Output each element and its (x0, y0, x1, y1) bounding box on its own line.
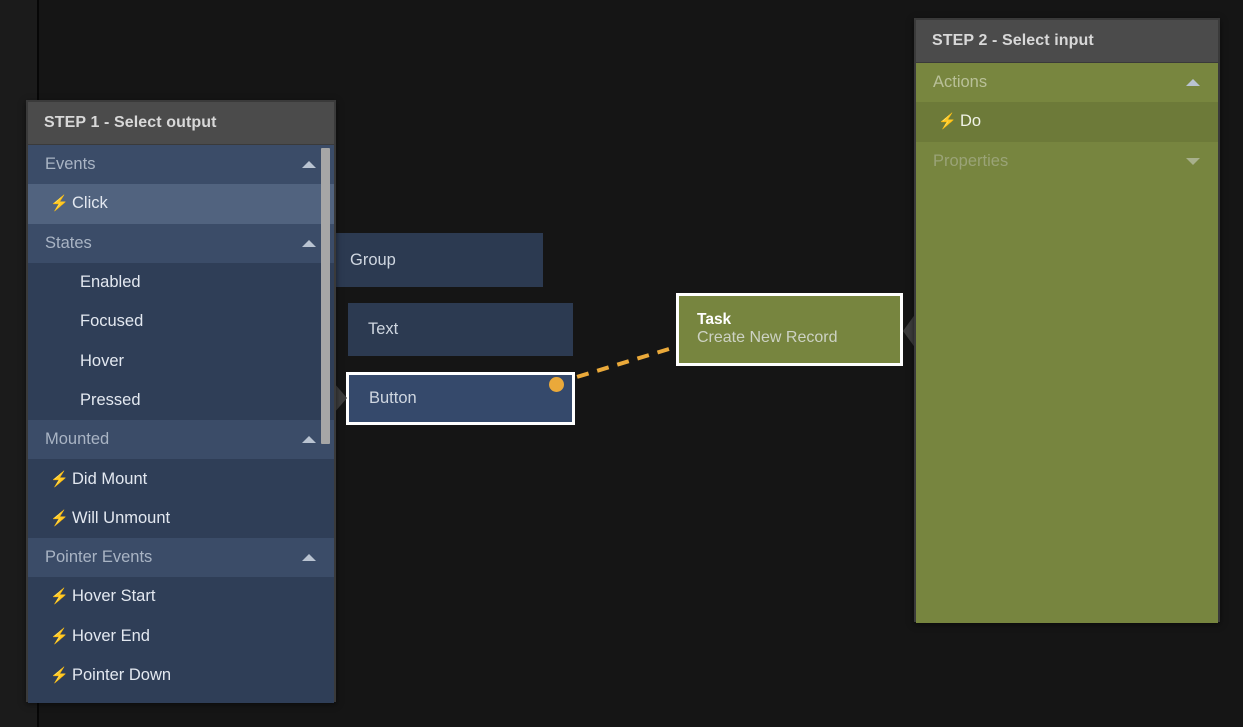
lightning-bolt-icon: ⚡ (50, 509, 69, 527)
section-header-actions[interactable]: Actions (916, 63, 1218, 103)
chevron-down-icon[interactable] (1186, 157, 1200, 165)
chevron-up-icon[interactable] (1186, 79, 1200, 87)
button-output-port[interactable] (549, 377, 564, 392)
list-item-did-mount[interactable]: ⚡Did Mount (28, 459, 334, 498)
list-item-label: Click (72, 194, 108, 213)
list-item-label: Enabled (80, 273, 141, 292)
list-item-hover-end[interactable]: ⚡Hover End (28, 617, 334, 656)
lightning-bolt-icon: ⚡ (50, 588, 69, 606)
node-task[interactable]: Task Create New Record (676, 293, 903, 366)
list-item-pressed[interactable]: Pressed (28, 381, 334, 420)
section-header-pointer-events[interactable]: Pointer Events (28, 537, 334, 578)
node-button[interactable]: Button (346, 372, 575, 425)
list-item-do[interactable]: ⚡Do (916, 102, 1218, 142)
list-item-label: Will Unmount (72, 508, 171, 527)
node-text-label: Text (368, 320, 399, 338)
section-label: Properties (933, 151, 1009, 170)
section-header-states[interactable]: States (28, 223, 334, 263)
list-item-label: Hover Start (72, 587, 156, 606)
section-label: Actions (933, 73, 988, 92)
section-label: Mounted (45, 430, 110, 449)
step2-title: STEP 2 - Select input (916, 20, 1218, 62)
node-button-label: Button (369, 389, 417, 407)
section-label: Events (45, 155, 96, 174)
step1-scrollbar-track[interactable] (321, 145, 332, 703)
list-item-click[interactable]: ⚡Click (28, 184, 334, 224)
node-task-subtitle: Create New Record (697, 329, 838, 347)
canvas-left-collapse-arrow-icon[interactable] (334, 383, 347, 413)
node-task-title: Task (697, 311, 732, 329)
list-item-pointer-down[interactable]: ⚡Pointer Down (28, 656, 334, 695)
section-header-events[interactable]: Events (28, 145, 334, 185)
step1-title: STEP 1 - Select output (28, 102, 334, 144)
chevron-up-icon[interactable] (302, 554, 316, 562)
chevron-up-icon[interactable] (302, 239, 316, 247)
section-label: States (45, 233, 92, 252)
list-item-focused[interactable]: Focused (28, 302, 334, 341)
list-item-hover-start[interactable]: ⚡Hover Start (28, 577, 334, 616)
list-item-label: Hover End (72, 626, 150, 645)
list-item-hover[interactable]: Hover (28, 341, 334, 380)
lightning-bolt-icon: ⚡ (938, 113, 957, 131)
section-header-properties[interactable]: Properties (916, 141, 1218, 181)
list-item-label: Pointer Down (72, 666, 172, 684)
section-header-mounted[interactable]: Mounted (28, 420, 334, 460)
list-item-label: Did Mount (72, 469, 148, 488)
step1-scrollbar-thumb[interactable] (321, 148, 330, 444)
lightning-bolt-icon: ⚡ (50, 667, 69, 684)
lightning-bolt-icon: ⚡ (50, 470, 69, 488)
node-group-label: Group (350, 250, 396, 269)
chevron-up-icon[interactable] (302, 161, 316, 169)
list-item-label: Pressed (80, 390, 141, 409)
list-item-label: Focused (80, 312, 144, 331)
list-item-enabled[interactable]: Enabled (28, 263, 334, 302)
list-item-label: Hover (80, 351, 125, 370)
list-item-label: Do (960, 112, 982, 131)
node-text[interactable]: Text (348, 303, 573, 356)
list-item-will-unmount[interactable]: ⚡Will Unmount (28, 499, 334, 538)
section-label: Pointer Events (45, 548, 153, 567)
lightning-bolt-icon: ⚡ (50, 627, 69, 645)
canvas-right-collapse-arrow-icon[interactable] (903, 313, 916, 349)
chevron-up-icon[interactable] (302, 436, 316, 444)
node-group[interactable]: Group (330, 233, 543, 287)
lightning-bolt-icon: ⚡ (50, 195, 69, 213)
